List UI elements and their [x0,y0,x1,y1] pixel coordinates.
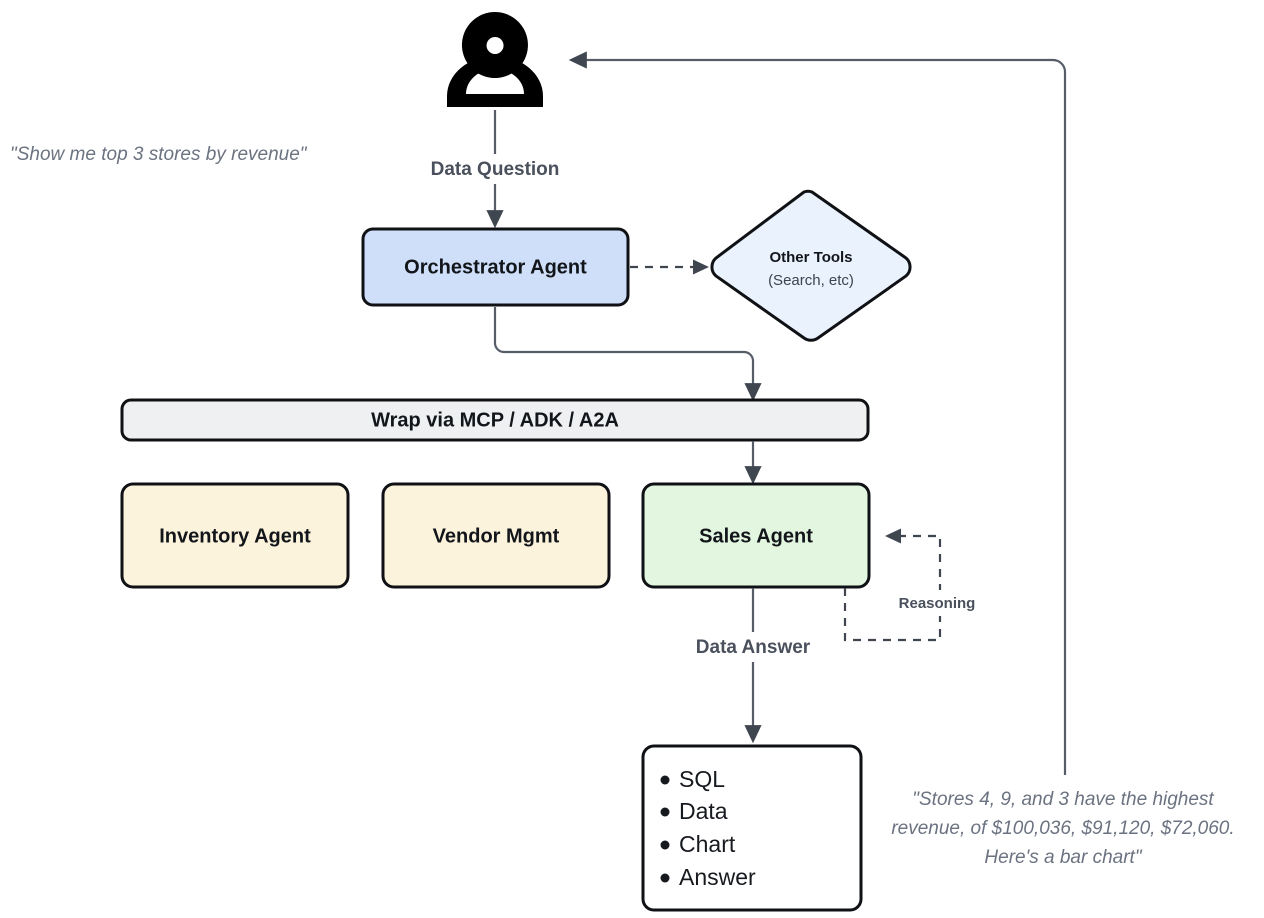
bullet-dot-icon [660,873,670,883]
node-orchestrator-agent[interactable]: Orchestrator Agent [361,227,630,307]
edge-label-backdrop [406,154,584,184]
user-question-quote: "Show me top 3 stores by revenue" [10,144,308,165]
bullet-dot-icon [660,840,670,850]
edge-label-reasoning: Reasoning [899,595,976,612]
reasoning-label-backdrop [884,590,990,616]
orchestrator-label: Orchestrator Agent [404,256,587,278]
edge-orchestrator-to-wrap [493,307,762,402]
answer-bullet-list: SQL Data Chart Answer [660,766,756,890]
person-icon [447,12,543,107]
vendor-box[interactable] [381,482,611,589]
sales-label: Sales Agent [699,525,813,547]
final-answer-line-2: revenue, of $100,036, $91,120, $72,060. [891,818,1234,839]
vendor-label: Vendor Mgmt [433,525,560,547]
wrap-box[interactable] [120,398,870,442]
node-wrap-layer[interactable]: Wrap via MCP / ADK / A2A [120,398,870,442]
other-tools-diamond[interactable] [710,189,912,342]
edge-answer-to-user-feedback [568,51,1067,775]
edge-reasoning-loop: Reasoning [843,528,990,642]
answer-bullet-3: Chart [679,831,736,857]
node-sales-agent[interactable]: Sales Agent [641,482,871,589]
inventory-label: Inventory Agent [159,525,311,547]
data-answer-label-backdrop [676,632,831,662]
final-answer-line-1: "Stores 4, 9, and 3 have the highest [912,789,1214,810]
final-answer-line-3: Here's a bar chart" [984,847,1142,868]
node-vendor-mgmt[interactable]: Vendor Mgmt [381,482,611,589]
bullet-dot-icon [660,775,670,785]
inventory-box[interactable] [120,482,350,589]
user-actor [447,12,543,107]
edge-label-data-answer: Data Answer [696,637,811,658]
wrap-label: Wrap via MCP / ADK / A2A [371,409,619,431]
bullet-dot-icon [660,807,670,817]
node-other-tools[interactable]: Other Tools (Search, etc) [710,189,912,342]
final-answer-quote: "Stores 4, 9, and 3 have the highest rev… [891,789,1234,868]
node-inventory-agent[interactable]: Inventory Agent [120,482,350,589]
sales-box[interactable] [641,482,871,589]
answer-bullet-1: SQL [679,766,725,792]
edge-label-data-question: Data Question [431,159,560,180]
other-tools-label: Other Tools [769,249,852,266]
answer-bullet-4: Answer [679,864,756,890]
answer-box[interactable] [641,744,863,912]
node-answer-box[interactable]: SQL Data Chart Answer [641,744,863,912]
answer-bullet-2: Data [679,798,728,824]
edge-data-question: Data Question [406,110,584,229]
orchestrator-box[interactable] [361,227,630,307]
edge-data-answer: Data Answer [676,588,831,744]
other-tools-sublabel: (Search, etc) [768,272,854,289]
